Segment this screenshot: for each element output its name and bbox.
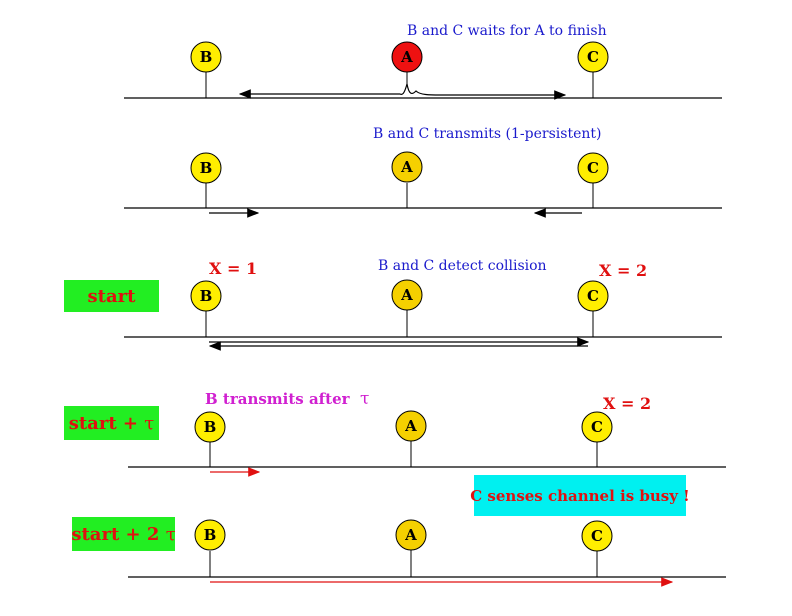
svg-text:C: C	[591, 418, 603, 436]
node-a: A	[391, 279, 423, 311]
node-a: A	[391, 151, 423, 183]
signal-wave-left	[238, 83, 408, 99]
svg-text:B: B	[200, 159, 213, 177]
node-b: B	[194, 411, 226, 443]
svg-text:A: A	[400, 48, 413, 66]
panel-5: B A C	[128, 519, 726, 587]
time-label-start: start	[64, 280, 159, 312]
svg-text:B: B	[200, 287, 213, 305]
node-b: B	[194, 519, 226, 551]
panel-2-caption: B and C transmits (1-persistent)	[373, 126, 602, 142]
panel-3-x-c: X = 2	[599, 261, 648, 280]
node-a: A	[395, 519, 427, 551]
svg-text:C: C	[587, 159, 599, 177]
node-c: C	[577, 280, 609, 312]
panel-1: B A C	[124, 41, 722, 100]
svg-text:C: C	[587, 48, 599, 66]
signal-wave-right	[406, 83, 567, 100]
svg-text:A: A	[404, 526, 417, 544]
node-b: B	[190, 152, 222, 184]
svg-text:A: A	[400, 158, 413, 176]
tau-symbol: τ	[359, 389, 370, 409]
node-b: B	[190, 41, 222, 73]
busy-note: C senses channel is busy !	[470, 475, 690, 516]
svg-text:A: A	[400, 286, 413, 304]
svg-text:C: C	[591, 527, 603, 545]
panel-4-x-c: X = 2	[603, 394, 652, 413]
svg-text:B: B	[204, 418, 217, 436]
node-c: C	[581, 520, 613, 552]
svg-text:B: B	[204, 526, 217, 544]
panel-1-caption: B and C waits for A to finish	[407, 23, 607, 39]
svg-text:C: C	[587, 287, 599, 305]
svg-text:B: B	[200, 48, 213, 66]
node-c: C	[581, 411, 613, 443]
node-a-active: A	[391, 41, 423, 73]
panel-3: B A C	[124, 279, 722, 351]
panel-3-caption: B and C detect collision	[378, 258, 547, 274]
node-b: B	[190, 280, 222, 312]
time-label-start-plus-2tau: start + 2 τ	[71, 517, 176, 551]
node-c: C	[577, 152, 609, 184]
node-c: C	[577, 41, 609, 73]
svg-text:A: A	[404, 417, 417, 435]
panel-4-caption: B transmits after τ	[205, 389, 370, 409]
panel-3-x-b: X = 1	[209, 259, 258, 278]
panel-4: B A C	[128, 410, 726, 477]
node-a: A	[395, 410, 427, 442]
panel-2: B A C	[124, 151, 722, 218]
time-label-start-plus-tau: start + τ	[64, 406, 159, 440]
